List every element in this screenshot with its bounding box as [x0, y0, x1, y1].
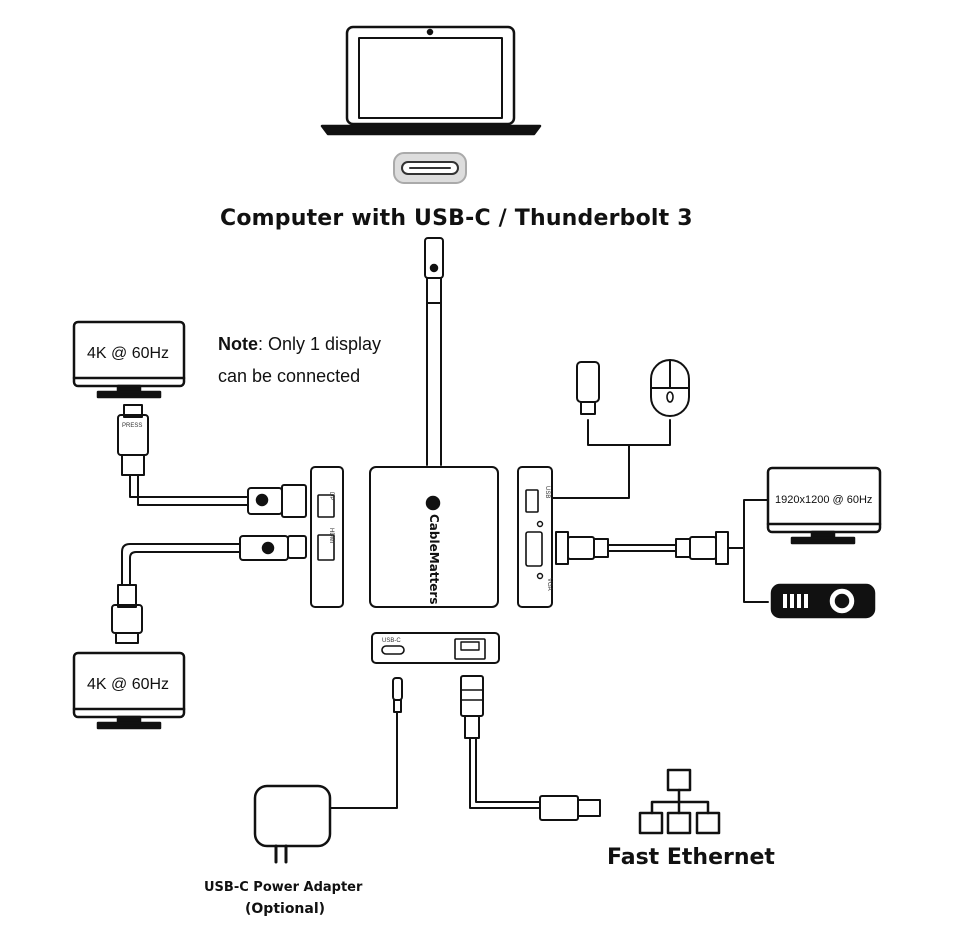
hdmi-monitor-label: 4K @ 60Hz [87, 676, 170, 693]
ethernet-label: Fast Ethernet [607, 845, 775, 870]
vga-monitor-label: 1920x1200 @ 60Hz [775, 494, 873, 506]
hub-left-side [310, 466, 344, 608]
hub-brand: CableMatters [427, 514, 441, 604]
usb-c-host-cable [424, 237, 444, 466]
port-label-usb: USB [544, 486, 550, 498]
monitor-dp-icon [72, 320, 186, 399]
vga-splitter-line [727, 499, 769, 603]
connector-press-label: PRESS [122, 423, 142, 429]
note-text: Note: Only 1 display can be connected [218, 328, 381, 392]
power-cable [329, 677, 403, 809]
ethernet-cable [460, 675, 601, 821]
computer-label: Computer with USB-C / Thunderbolt 3 [220, 206, 693, 231]
port-label-dp: DP [328, 492, 334, 500]
note-bold: Note [218, 334, 258, 354]
mouse-icon [650, 359, 690, 417]
port-label-usbc: USB-C [382, 638, 401, 644]
monitor-hdmi-icon [72, 651, 186, 730]
hub-right-side [517, 466, 553, 608]
usb-c-port-icon [393, 152, 467, 184]
power-adapter-label: USB-C Power Adapter [204, 880, 363, 895]
network-icon [638, 768, 721, 835]
vga-cable [555, 531, 729, 565]
port-label-hdmi: HDMI [328, 528, 334, 544]
usb-drive-icon [576, 361, 600, 415]
hdmi-cable [111, 535, 307, 644]
dp-monitor-label: 4K @ 60Hz [87, 345, 170, 362]
monitor-vga-icon [766, 466, 882, 545]
power-adapter-note: (Optional) [245, 901, 326, 917]
usb-peripheral-link [551, 419, 671, 499]
hub-bottom-side [371, 632, 500, 664]
port-label-vga: VGA [546, 578, 552, 591]
displayport-cable [117, 404, 307, 518]
note-line-1: : Only 1 display [258, 334, 382, 354]
note-line-2: can be connected [218, 366, 361, 386]
laptop-icon [320, 25, 542, 136]
power-adapter-icon [253, 784, 332, 864]
projector-icon [770, 583, 876, 619]
hub-body [369, 466, 499, 608]
